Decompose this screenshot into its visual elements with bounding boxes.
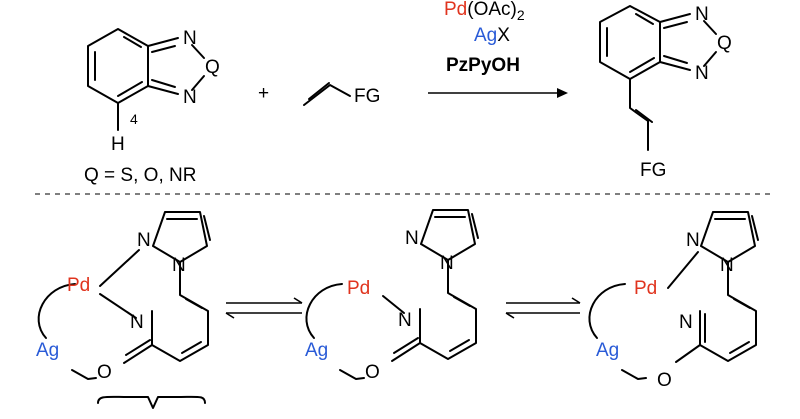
plus-sign: + [258,83,269,104]
equilibrium-arrow-1 [225,297,303,319]
s1-ag: Ag [36,340,59,361]
s3-o: O [657,370,672,391]
reaction-arrow [428,88,568,98]
cond-ag-rest: X [497,25,510,46]
s3-ag: Ag [596,340,619,361]
s2-n1: N [405,228,419,249]
product-benzoxadiazole: N N Q FG [599,4,732,181]
s2-pd: Pd [347,278,370,299]
s2-o: O [365,362,380,383]
alkene-reagent: FG [303,82,380,107]
substrate-benzoxadiazole: N N Q 4 H Q = S, O, NR [84,28,220,186]
s1-pd: Pd [67,275,90,296]
s1-o: O [97,362,112,383]
position-label: 4 [130,111,138,127]
svg-text:AgX: AgX [474,25,510,46]
product-n-bottom: N [695,63,709,84]
product-q: Q [717,33,732,54]
cond-ligand: PzPyOH [446,55,520,76]
s2-n3: N [398,310,412,331]
substrate-n-top: N [183,28,197,49]
species-1: Pd Ag N N N O [36,211,211,409]
cond-ag: Ag [474,25,497,46]
s1-n1: N [137,230,151,251]
q-definition: Q = S, O, NR [84,165,196,186]
svg-text:Pd(OAc)2: Pd(OAc)2 [444,0,525,23]
alkene-fg: FG [354,86,380,107]
species-2: Pd Ag N N N O [305,209,479,383]
cond-pd-sub: 2 [517,7,525,23]
s2-ag: Ag [305,340,328,361]
product-n-top: N [695,4,709,25]
s3-n1: N [686,230,700,251]
s2-n2: N [440,253,454,274]
s3-pd: Pd [634,278,657,299]
species-3: Pd Ag N N N O [588,211,759,391]
s1-n2: N [172,255,186,276]
substrate-n-bottom: N [183,87,197,108]
cond-pd-rest: (OAc) [467,0,517,20]
s3-n2: N [720,255,734,276]
equilibrium-arrow-2 [505,297,581,319]
substrate-h: H [111,134,125,155]
cond-pd: Pd [444,0,467,20]
s3-n3: N [679,312,693,333]
s1-n3: N [130,312,144,333]
substrate-q: Q [205,57,220,78]
product-fg: FG [640,160,666,181]
reaction-conditions: Pd(OAc)2 AgX PzPyOH [444,0,525,76]
